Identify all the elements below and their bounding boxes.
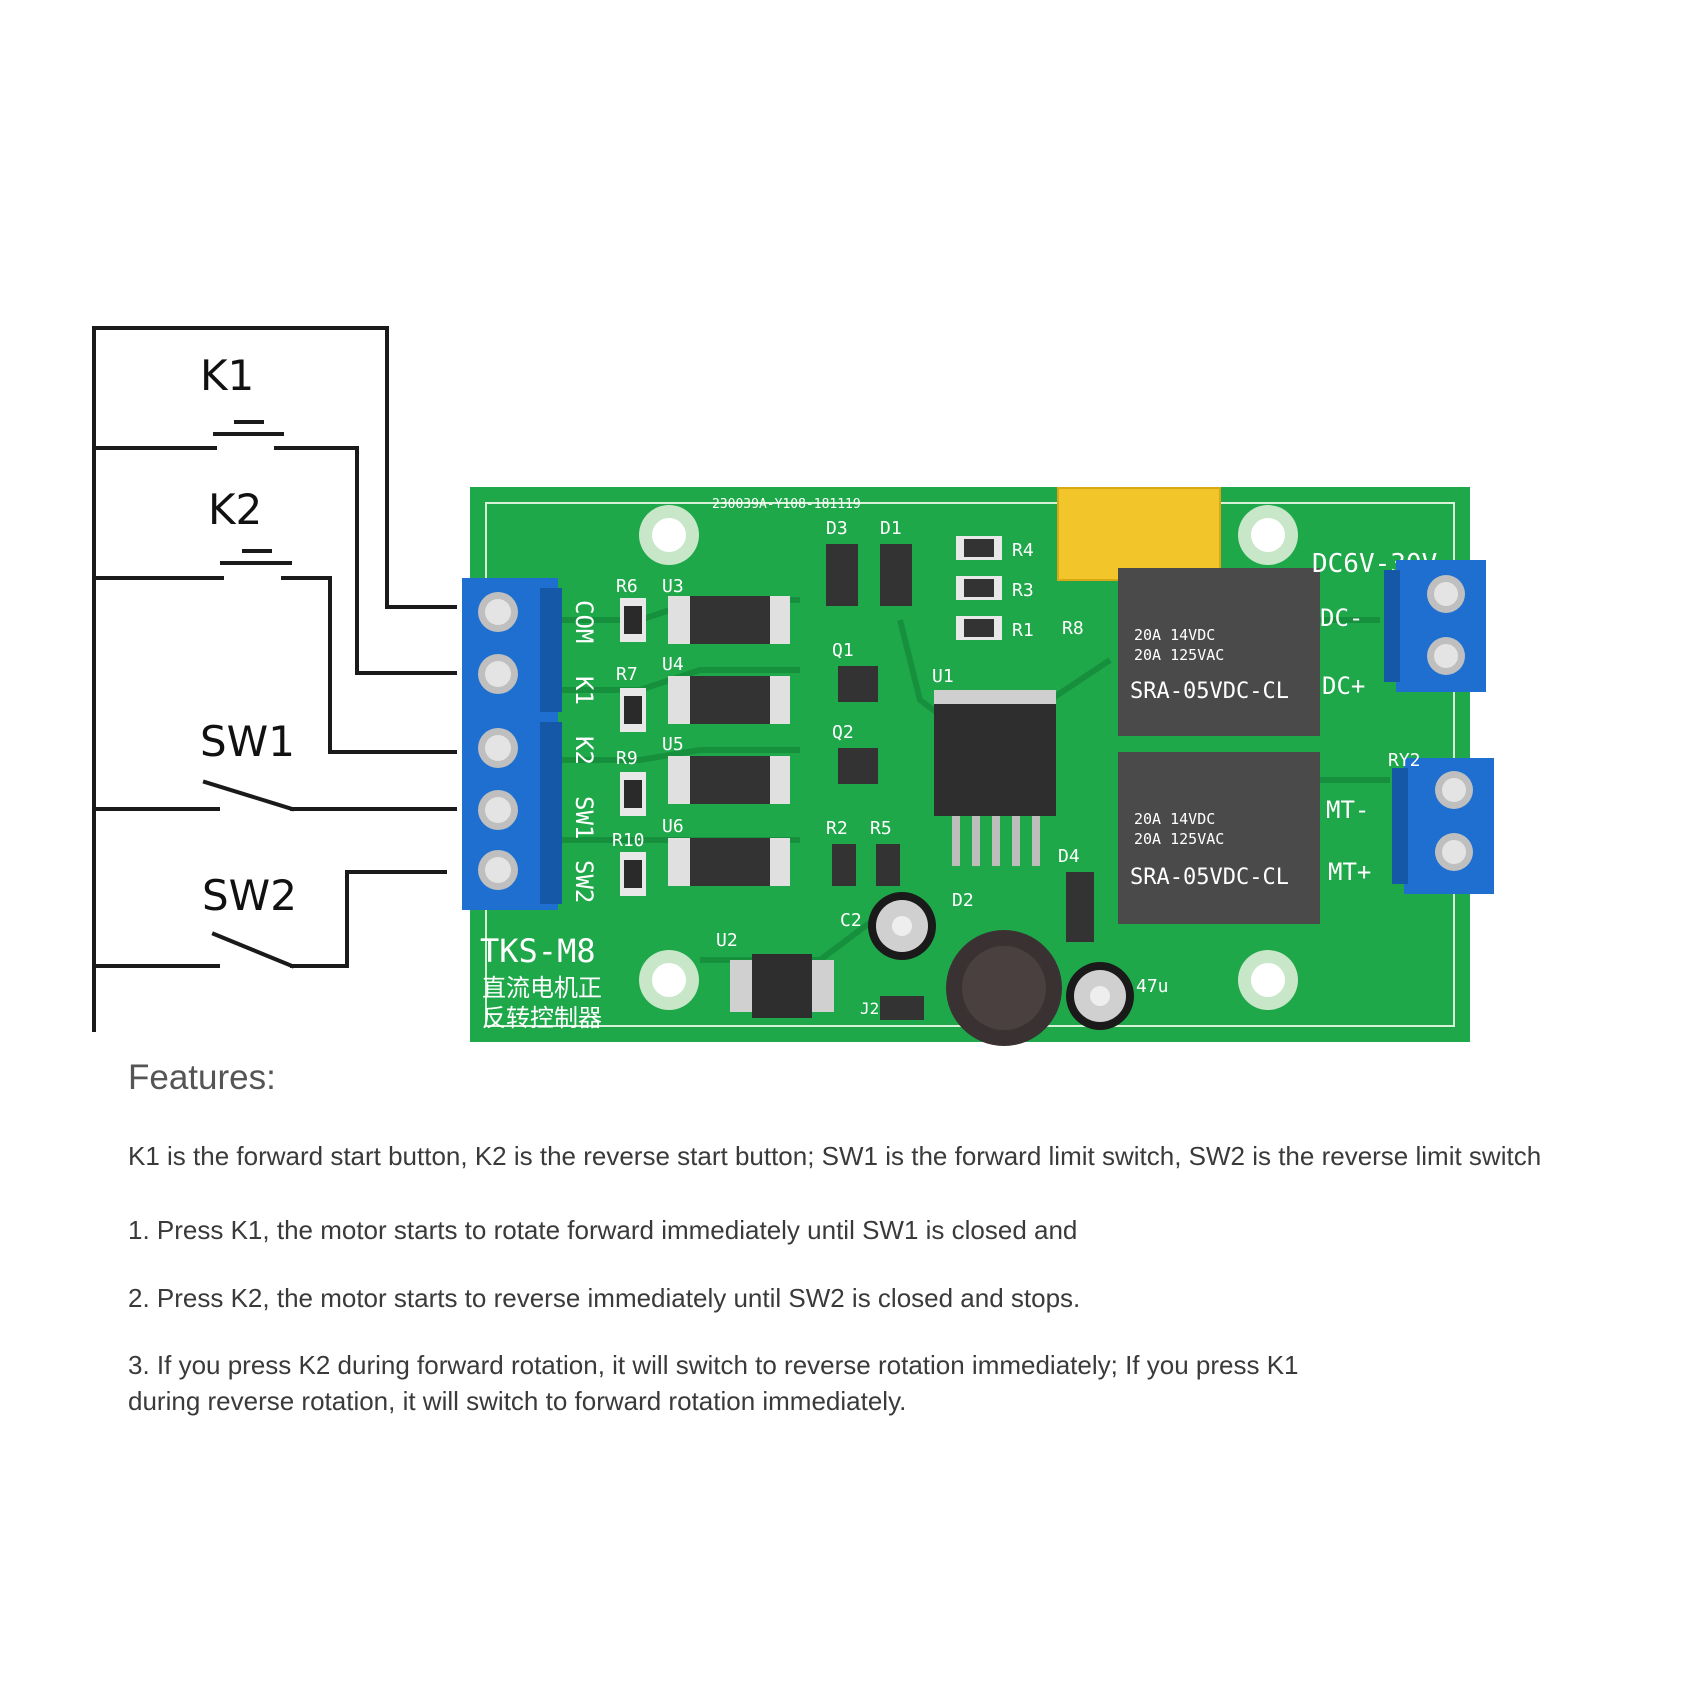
relay-bottom-rating-1: 20A 14VDC <box>1134 810 1215 828</box>
screw-icon <box>1427 575 1465 613</box>
terminal-label-com: COM <box>570 600 598 643</box>
left-terminal-block <box>462 578 562 910</box>
relay-bottom-rating-2: 20A 125VAC <box>1134 830 1224 848</box>
sw1-blade <box>202 779 295 812</box>
label-u2: U2 <box>716 930 738 951</box>
diode-d3 <box>826 544 858 606</box>
features-title: Features: <box>128 1058 276 1097</box>
label-k1: K1 <box>200 351 254 400</box>
label-ry2: R8 <box>1062 618 1084 639</box>
label-u3: U3 <box>662 576 684 597</box>
capacitor-c2 <box>868 892 936 960</box>
board-serial: 230039A-Y108-181119 <box>712 497 861 512</box>
label-r8: J2 <box>860 999 879 1018</box>
label-r1: R1 <box>1012 620 1034 641</box>
wire-com <box>92 326 457 609</box>
screw-icon <box>1435 771 1473 809</box>
label-d1: D1 <box>880 518 902 539</box>
film-capacitor <box>1057 487 1221 581</box>
feature-intro: K1 is the forward start button, K2 is th… <box>128 1141 1542 1171</box>
wiring-diagram: K1 K2 SW1 SW2 <box>92 326 457 1032</box>
label-r2: R2 <box>826 818 848 839</box>
label-k2: K2 <box>208 485 262 534</box>
label-d2: D2 <box>952 890 974 911</box>
label-r10: R10 <box>612 830 645 851</box>
resistors-left <box>620 598 646 896</box>
relay-bottom: 20A 14VDC 20A 125VAC SRA-05VDC-CL <box>1118 752 1320 924</box>
label-sw1: SW1 <box>200 717 295 766</box>
relay-top-model: SRA-05VDC-CL <box>1130 679 1289 704</box>
resistor-r8 <box>880 996 924 1020</box>
transistor-q1 <box>838 666 878 702</box>
screw-icon <box>478 790 518 830</box>
resistor-r5 <box>876 844 900 886</box>
board-name-line2: 反转控制器 <box>482 1004 602 1032</box>
label-u6: U6 <box>662 816 684 837</box>
voltage-regulator <box>934 690 1056 866</box>
feature-step-3-continued: during reverse rotation, it will switch … <box>128 1386 907 1416</box>
pcb-board: 230039A-Y108-181119 COM K1 K2 SW1 SW2 R6… <box>462 487 1494 1046</box>
terminal-label-k2: K2 <box>570 736 598 765</box>
label-r5: R5 <box>870 818 892 839</box>
wire-k1-right <box>274 446 457 675</box>
relay-top-rating-2: 20A 125VAC <box>1134 646 1224 664</box>
label-d3: D3 <box>826 518 848 539</box>
label-c2: C2 <box>840 910 862 931</box>
relay-top-rating-1: 20A 14VDC <box>1134 626 1215 644</box>
right-terminal-block-motor <box>1392 758 1494 894</box>
wire-k2-right <box>281 576 457 754</box>
label-r7: R7 <box>616 664 638 685</box>
terminal-label-sw2: SW2 <box>570 860 598 903</box>
screw-icon <box>478 654 518 694</box>
resistor-r2 <box>832 844 856 886</box>
terminal-label-sw1: SW1 <box>570 796 598 839</box>
ic-u2 <box>730 954 834 1018</box>
sw2-blade <box>211 931 295 969</box>
label-u5: U5 <box>662 734 684 755</box>
label-r4: R4 <box>1012 540 1034 561</box>
terminal-label-mt-plus: MT+ <box>1328 858 1371 886</box>
relay-top: 20A 14VDC 20A 125VAC SRA-05VDC-CL <box>1118 568 1320 736</box>
screw-icon <box>478 592 518 632</box>
capacitor-47u <box>1066 962 1134 1030</box>
label-r6: R6 <box>616 576 638 597</box>
diode-d1 <box>880 544 912 606</box>
label-47u: 47u <box>1136 976 1169 997</box>
label-j2: RY2 <box>1388 750 1421 771</box>
relay-bottom-model: SRA-05VDC-CL <box>1130 865 1289 890</box>
screw-icon <box>478 850 518 890</box>
label-u4: U4 <box>662 654 684 675</box>
diode-d4 <box>1066 872 1094 942</box>
feature-step-2: 2. Press K2, the motor starts to reverse… <box>128 1283 1081 1313</box>
resistors-top <box>956 536 1002 640</box>
terminal-label-dc-minus: DC- <box>1320 604 1363 632</box>
label-d4: D4 <box>1058 846 1080 867</box>
terminal-label-k1: K1 <box>570 676 598 705</box>
inductor <box>946 930 1062 1046</box>
mounting-holes <box>639 505 1298 1010</box>
label-r3: R3 <box>1012 580 1034 601</box>
wire-sw2-right <box>290 870 447 968</box>
label-sw2: SW2 <box>202 871 297 920</box>
label-r9: R9 <box>616 748 638 769</box>
optocouplers <box>668 596 790 886</box>
board-model: TKS-M8 <box>480 932 596 970</box>
terminal-label-mt-minus: MT- <box>1326 796 1369 824</box>
board-name-line1: 直流电机正 <box>482 974 602 1002</box>
right-terminal-block-power <box>1384 560 1486 692</box>
label-q1: Q1 <box>832 640 854 661</box>
screw-icon <box>1427 637 1465 675</box>
terminal-label-dc-plus: DC+ <box>1322 672 1365 700</box>
feature-step-3: 3. If you press K2 during forward rotati… <box>128 1350 1299 1380</box>
label-q2: Q2 <box>832 722 854 743</box>
screw-icon <box>1435 833 1473 871</box>
feature-step-1: 1. Press K1, the motor starts to rotate … <box>128 1215 1078 1245</box>
transistor-q2 <box>838 748 878 784</box>
label-u1: U1 <box>932 666 954 687</box>
screw-icon <box>478 728 518 768</box>
